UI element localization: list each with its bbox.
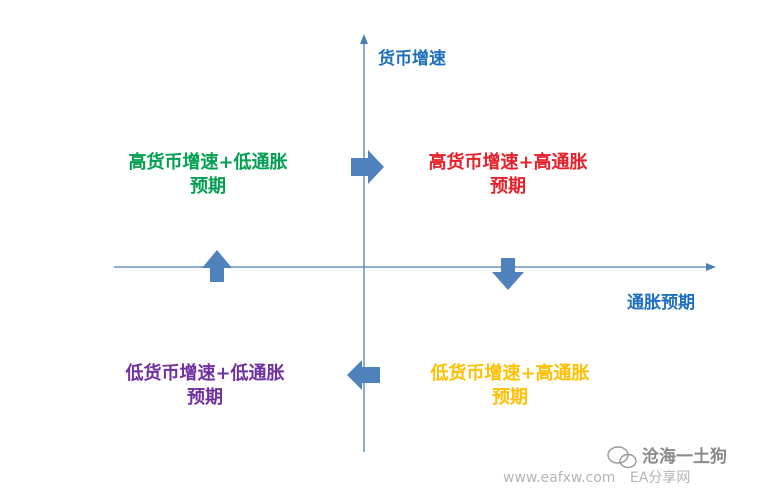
watermark-site-url: www.eafxw.com (503, 470, 616, 486)
watermark-brand: 沧海一土狗 (642, 447, 727, 467)
arrow-down-icon (492, 258, 524, 290)
quadrant-bottom-right-line2: 预期 (492, 387, 528, 408)
wechat-icon (607, 446, 637, 469)
arrow-left-icon (347, 360, 380, 390)
quadrant-bottom-left-label: 低货币增速+低通胀 预期 (107, 362, 303, 410)
y-axis-label: 货币增速 (378, 49, 446, 69)
quadrant-top-right-line1: 高货币增速+高通胀 (428, 152, 588, 173)
quadrant-bottom-right-label: 低货币增速+高通胀 预期 (412, 362, 608, 410)
quadrant-top-right-line2: 预期 (490, 176, 526, 197)
x-axis-arrowhead (706, 263, 716, 271)
quadrant-bottom-right-line1: 低货币增速+高通胀 (430, 363, 590, 384)
x-axis-label: 通胀预期 (627, 293, 695, 313)
quadrant-bottom-left-line1: 低货币增速+低通胀 (125, 363, 285, 384)
arrow-up-icon (202, 250, 232, 282)
y-axis-arrowhead (360, 34, 368, 44)
quadrant-bottom-left-line2: 预期 (187, 387, 223, 408)
quadrant-top-left-line1: 高货币增速+低通胀 (128, 152, 288, 173)
watermark-site-name: EA分享网 (629, 470, 691, 486)
quadrant-top-right-label: 高货币增速+高通胀 预期 (410, 151, 606, 199)
watermark-site: www.eafxw.com EA分享网 (503, 467, 690, 487)
quadrant-top-left-line2: 预期 (190, 176, 226, 197)
quadrant-top-left-label: 高货币增速+低通胀 预期 (110, 151, 306, 199)
arrow-right-icon (351, 150, 384, 184)
